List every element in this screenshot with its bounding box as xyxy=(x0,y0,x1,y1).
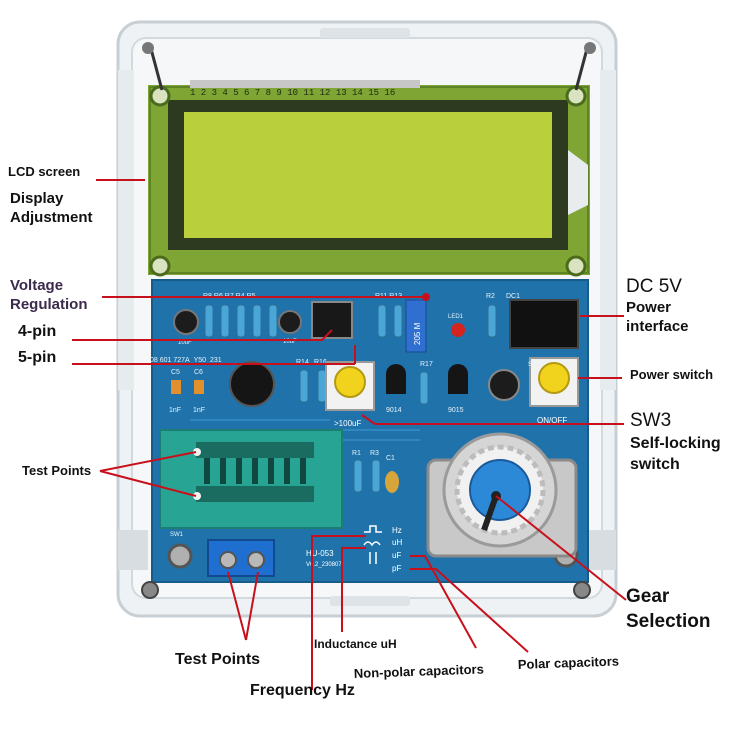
range-hz: Hz xyxy=(392,526,402,535)
label-self-locking: Self-locking xyxy=(630,435,721,452)
lcd-pin-numbers: 1 2 3 4 5 6 7 8 9 10 11 12 13 14 15 16 xyxy=(190,88,395,98)
label-interface: interface xyxy=(626,318,689,335)
callout-labels: LCD screen Display Adjustment Voltage Re… xyxy=(8,164,721,699)
range-uf: uF xyxy=(392,551,401,560)
sw1-label: SW1 xyxy=(170,532,184,538)
r14-label: R14 xyxy=(296,359,309,366)
board-model: HU-053 xyxy=(306,549,334,558)
label-lcd-screen: LCD screen xyxy=(8,164,80,179)
label-frequency: Frequency Hz xyxy=(250,682,355,699)
label-display: Display xyxy=(10,190,64,207)
label-switch: switch xyxy=(630,456,680,473)
cap-10uf-b: 10uF xyxy=(283,339,297,345)
c5-label: C5 xyxy=(171,369,180,376)
q-9014-label: 9014 xyxy=(386,407,402,414)
c6-value: 1nF xyxy=(193,407,205,414)
r16-label: R16 xyxy=(314,359,327,366)
pot-marking: 205 M xyxy=(413,322,422,345)
on-off-label: ON/OFF xyxy=(537,416,567,425)
label-non-polar: Non-polar capacitors xyxy=(354,661,484,681)
label-power-switch: Power switch xyxy=(630,367,713,382)
components: R8 R6 R7 R4 R5 R11 R13 R2 R14 R16 R17 R1… xyxy=(150,293,579,577)
sw-label: SW2 xyxy=(528,362,542,368)
label-gear: Gear xyxy=(626,586,670,607)
label-regulation: Regulation xyxy=(10,296,88,313)
led1-label: LED1 xyxy=(448,314,464,320)
board-version: V0.2_230807 xyxy=(306,562,342,568)
label-polar: Polar capacitors xyxy=(518,653,620,672)
r2-label: R2 xyxy=(486,293,495,300)
range-pf: pF xyxy=(392,564,401,573)
cap-10uf-a: 10uF xyxy=(178,340,192,346)
lcd-screen xyxy=(184,112,552,238)
q-9015-label: 9015 xyxy=(448,407,464,414)
r17-label: R17 xyxy=(420,361,433,368)
label-voltage: Voltage xyxy=(10,277,63,294)
c5-value: 1nF xyxy=(169,407,181,414)
r3-label: R3 xyxy=(370,450,379,457)
label-selection: Selection xyxy=(626,611,710,632)
label-test-points-left: Test Points xyxy=(22,463,91,478)
label-adjustment: Adjustment xyxy=(10,209,93,226)
c6-label: C6 xyxy=(194,369,203,376)
range-uh: uH xyxy=(392,538,402,547)
r1-label: R1 xyxy=(352,450,361,457)
lcd-module: 1 2 3 4 5 6 7 8 9 10 11 12 13 14 15 16 xyxy=(148,80,590,277)
label-4-pin: 4-pin xyxy=(18,323,56,340)
cap-spec-label: >100uF xyxy=(334,419,361,428)
c1-label: C1 xyxy=(386,455,395,462)
label-inductance: Inductance uH xyxy=(314,637,397,651)
dc1-label: DC1 xyxy=(506,293,520,300)
label-5-pin: 5-pin xyxy=(18,349,56,366)
callout-lines xyxy=(72,179,627,690)
label-power: Power xyxy=(626,299,671,316)
pcb-code: 08 601 727A_Y50_231 xyxy=(150,357,222,364)
label-test-points-bottom: Test Points xyxy=(175,651,260,668)
label-sw3: SW3 xyxy=(630,410,671,431)
label-dc5v: DC 5V xyxy=(626,276,682,297)
